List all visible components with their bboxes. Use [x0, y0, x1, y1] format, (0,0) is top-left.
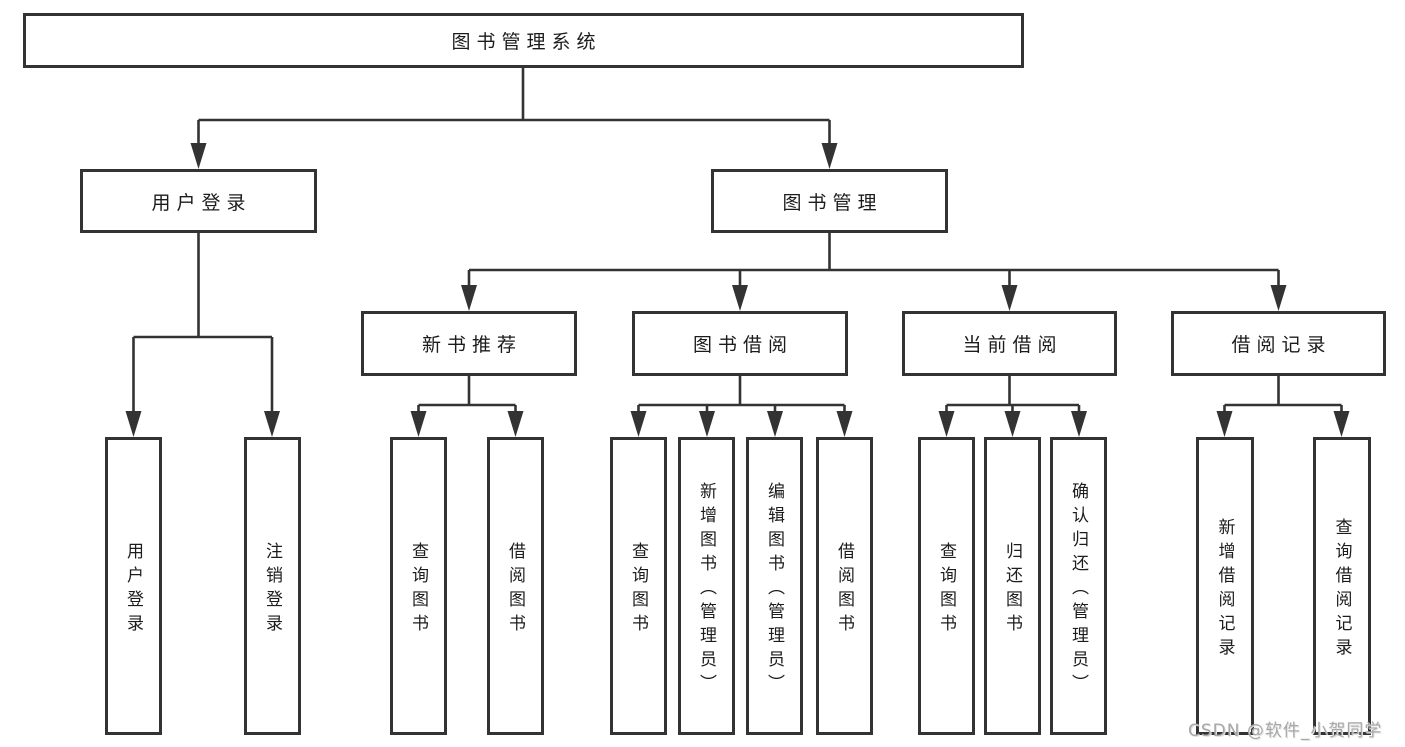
leaf-record-add-borrow-record: 新增借阅记录 [1196, 437, 1254, 735]
node-root-library-system: 图书管理系统 [23, 13, 1024, 68]
leaf-borrow-edit-book-admin: 编辑图书（管理员） [746, 437, 803, 735]
leaf-borrow-query-book: 查询图书 [610, 437, 667, 735]
csdn-watermark: CSDN @软件_小贺同学 [1188, 721, 1383, 741]
leaf-recommend-query-book: 查询图书 [390, 437, 447, 735]
node-current-borrow: 当前借阅 [902, 311, 1117, 376]
node-book-borrow: 图书借阅 [632, 311, 848, 376]
leaf-borrow-add-book-admin: 新增图书（管理员） [678, 437, 735, 735]
leaf-borrow-borrow-book: 借阅图书 [816, 437, 873, 735]
leaf-current-return-book: 归还图书 [984, 437, 1041, 735]
leaf-logout: 注销登录 [244, 437, 301, 735]
leaf-record-query-borrow-record: 查询借阅记录 [1313, 437, 1371, 735]
node-user-login: 用户登录 [80, 169, 317, 233]
leaf-current-query-book: 查询图书 [918, 437, 975, 735]
arrowhead-icons [125, 143, 1350, 437]
leaf-recommend-borrow-book: 借阅图书 [487, 437, 544, 735]
node-borrow-record: 借阅记录 [1171, 311, 1386, 376]
leaf-current-confirm-return-admin: 确认归还（管理员） [1050, 437, 1107, 735]
node-new-book-recommend: 新书推荐 [361, 311, 577, 376]
leaf-user-login: 用户登录 [105, 437, 162, 735]
node-book-management: 图书管理 [711, 169, 948, 233]
